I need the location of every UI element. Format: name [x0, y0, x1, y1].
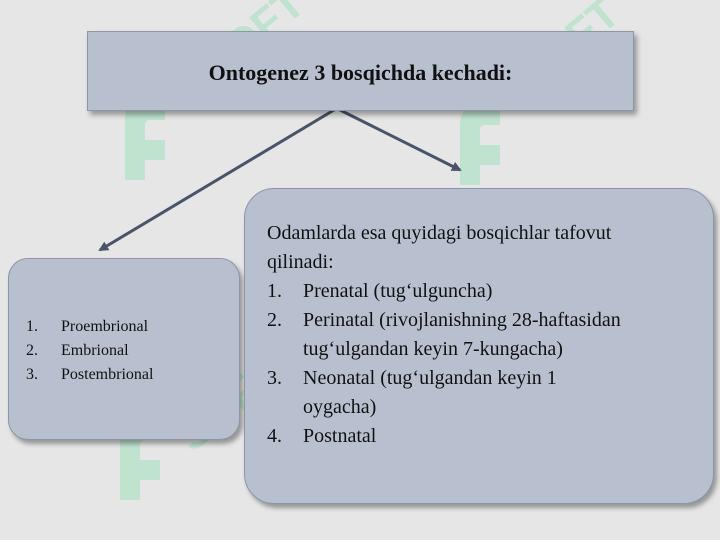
title-box: Ontogenez 3 bosqichda kechadi:: [87, 31, 634, 111]
list-item: 1. Prenatal (tug‘ulguncha): [267, 280, 493, 302]
list-item: 1.Proembrional: [26, 318, 149, 335]
list-item: 2. Perinatal (rivojlanishning 28-haftasi…: [267, 309, 621, 360]
list-item: 4. Postnatal: [267, 425, 377, 447]
human-stages-list: 1. Prenatal (tug‘ulguncha) 2. Perinatal …: [267, 277, 707, 451]
intro-text: Odamlarda esa quyidagi bosqichlar tafovu…: [267, 222, 612, 273]
human-stages-box: Odamlarda esa quyidagi bosqichlar tafovu…: [244, 188, 714, 504]
list-item: 2.Embrional: [26, 342, 129, 359]
list-item: 3.Postembrional: [26, 366, 154, 383]
general-stages-list: 1.Proembrional 2.Embrional 3.Postembrion…: [26, 315, 153, 387]
diagram-title: Ontogenez 3 bosqichda kechadi:: [208, 60, 513, 85]
arrow-to-right-box: [339, 108, 462, 172]
general-stages-box: 1.Proembrional 2.Embrional 3.Postembrion…: [8, 258, 240, 440]
arrow-to-left-box: [98, 108, 335, 252]
